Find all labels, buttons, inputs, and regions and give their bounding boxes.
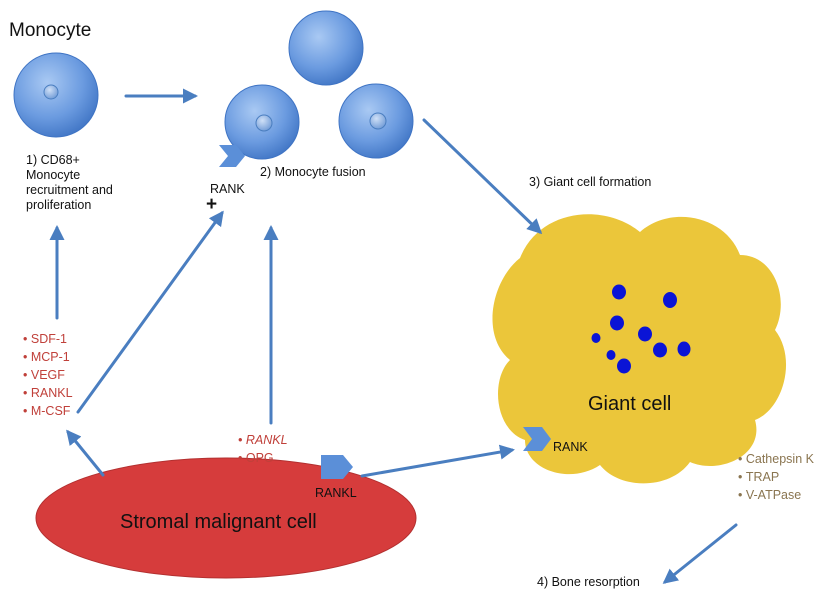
arrow-factors-to-rank [76, 210, 224, 414]
nucleus [610, 315, 624, 331]
factor-item: VEGF [23, 366, 73, 384]
rank-receptor-monocyte [219, 145, 245, 167]
monocyte-fusing-top [288, 10, 364, 86]
stromal-malignant-cell [35, 457, 417, 579]
enzyme-item: TRAP [738, 468, 814, 486]
step-4-label: 4) Bone resorption [537, 575, 640, 589]
arrow-fusion-to-giant-cell [422, 118, 543, 235]
enzyme-item: Cathepsin K [738, 450, 814, 468]
nucleus [677, 341, 691, 357]
nucleus [606, 350, 616, 360]
fusion-factors-list: RANKL OPG [238, 431, 288, 467]
step-3-label: 3) Giant cell formation [529, 175, 652, 189]
arrow-giant-to-bone-resorption [662, 523, 738, 584]
nucleus [653, 342, 667, 358]
nucleus [663, 292, 677, 308]
monocyte-fusing-left [224, 84, 300, 160]
factor-item: MCP-1 [23, 348, 73, 366]
factor-item: RANKL [238, 431, 288, 449]
factor-item: OPG [238, 449, 288, 467]
step-1-label: 1) CD68+ Monocyte recruitment and prolif… [26, 153, 113, 212]
plus-sign: + [206, 194, 218, 215]
rankl-ligand [321, 455, 353, 479]
monocyte-title: Monocyte [9, 20, 92, 41]
enzyme-item: V-ATPase [738, 486, 814, 504]
step-2-label: 2) Monocyte fusion [260, 165, 366, 179]
monocyte-single [13, 52, 99, 138]
giant-cell-shape [492, 214, 787, 484]
monocyte-fusing-right [338, 83, 414, 159]
pathway-arrows [49, 88, 738, 584]
rankl-stromal-label: RANKL [315, 486, 357, 500]
rank-giant-cell-label: RANK [553, 440, 588, 454]
rank-receptor-giant-cell [523, 427, 551, 451]
nucleus [638, 326, 652, 342]
arrow-stromal-to-factors [66, 429, 105, 477]
arrow-rankl-to-giant-rank [360, 444, 515, 478]
giant-cell-nuclei [591, 284, 691, 374]
enzymes-list: Cathepsin K TRAP V-ATPase [738, 450, 814, 504]
factor-item: RANKL [23, 384, 73, 402]
factor-item: SDF-1 [23, 330, 73, 348]
nucleus [612, 284, 626, 300]
stromal-cell-label: Stromal malignant cell [120, 511, 317, 533]
rank-monocyte-label: RANK [210, 182, 245, 196]
nucleus [617, 358, 631, 374]
giant-cell-label: Giant cell [588, 393, 672, 415]
factor-item: M-CSF [23, 402, 73, 420]
nucleus [591, 333, 601, 343]
recruitment-factors-list: SDF-1 MCP-1 VEGF RANKL M-CSF [23, 330, 73, 420]
